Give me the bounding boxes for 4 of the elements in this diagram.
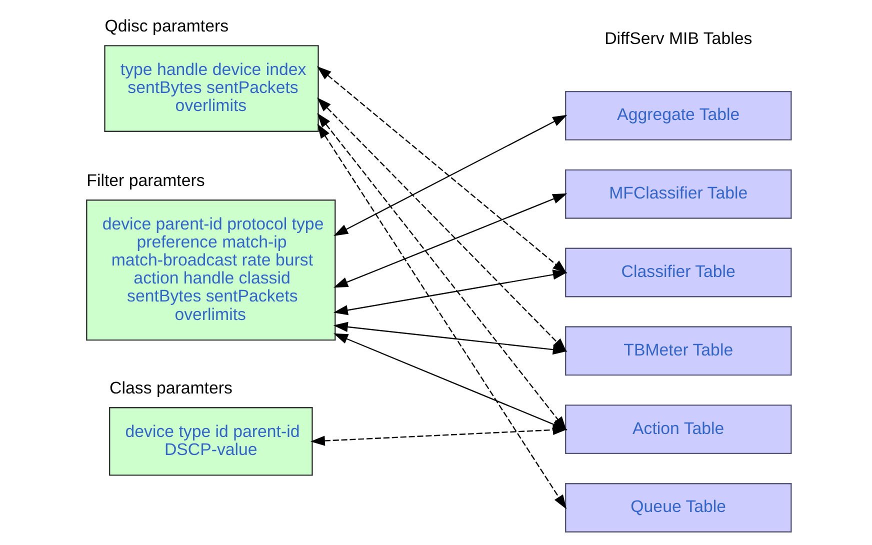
node-label: Filter paramters [86,170,204,190]
label: DiffServ MIB Tables [604,29,752,48]
node-label: Qdisc paramters [104,16,228,36]
node-label: Class paramters [109,378,232,398]
